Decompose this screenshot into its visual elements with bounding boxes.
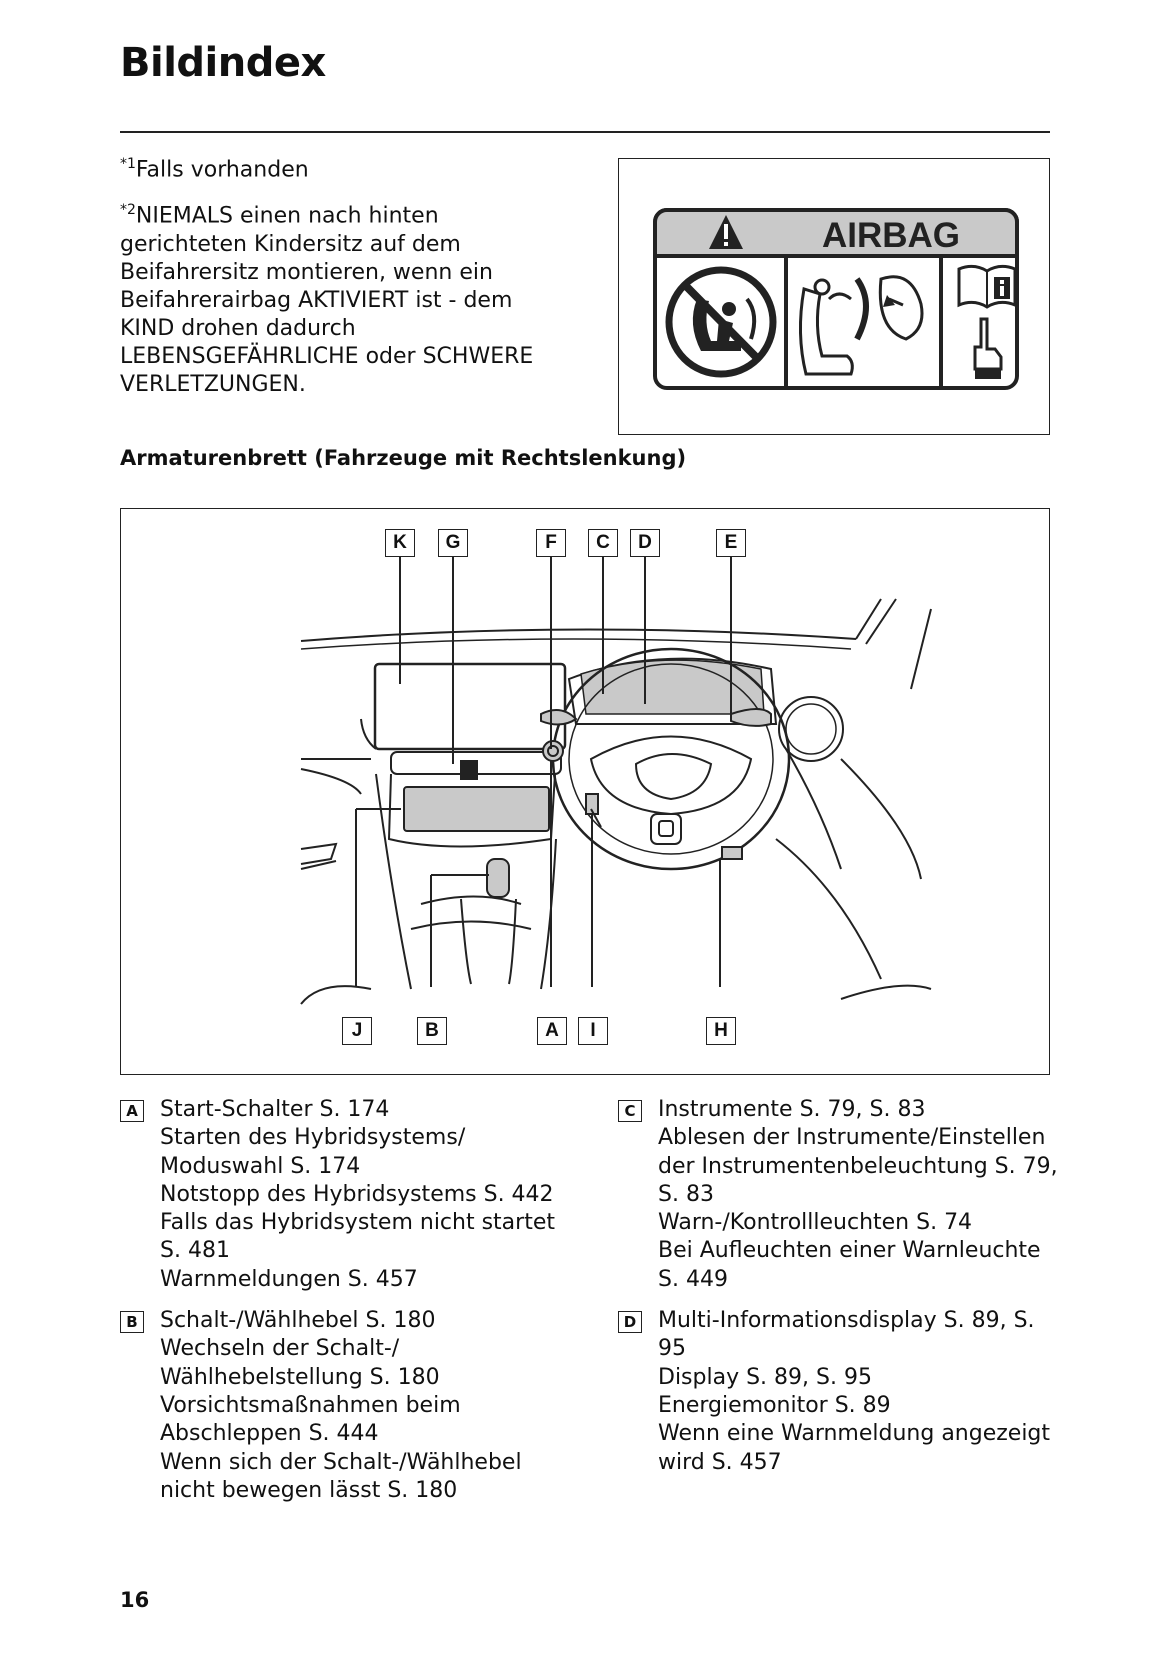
entry-line: Vorsichtsmaßnahmen beim: [160, 1392, 461, 1418]
entry-line: Falls das Hybridsystem nicht startet: [160, 1210, 555, 1236]
footnote-mark: *1: [120, 156, 136, 172]
dashboard-illustration: [300, 554, 932, 1005]
footnote-1: *1Falls vorhanden: [120, 150, 560, 184]
airbag-deploy-icon: [798, 275, 924, 376]
index-entry-A: A Start-Schalter S. 174 Starten des Hybr…: [120, 1096, 570, 1294]
title-divider: [120, 131, 1050, 133]
entry-line: nicht bewegen lässt S. 180: [160, 1477, 458, 1503]
entry-line: Moduswahl S. 174: [160, 1153, 361, 1179]
section-heading: Armaturenbrett (Fahrzeuge mit Rechtslenk…: [120, 446, 687, 470]
index-column-left: A Start-Schalter S. 174 Starten des Hybr…: [120, 1096, 570, 1518]
index-entry-D: D Multi-Informationsdisplay S. 89, S. 95…: [618, 1307, 1068, 1477]
footnotes: *1Falls vorhanden *2NIEMALS einen nach h…: [120, 150, 560, 411]
airbag-warning-label: AIRBAG: [653, 208, 1019, 390]
entry-line: Warn-/Kontrollleuchten S. 74: [658, 1210, 973, 1236]
page-title: Bildindex: [120, 40, 326, 86]
dashboard-diagram: K G F C D E J B A I H: [120, 508, 1050, 1075]
callout-J: J: [342, 1017, 372, 1045]
entry-line: Warnmeldungen S. 457: [160, 1266, 418, 1292]
index-entry-B: B Schalt-/Wählhebel S. 180 Wechseln der …: [120, 1307, 570, 1505]
entry-line: Multi-Informationsdisplay S. 89, S. 95: [658, 1308, 1035, 1362]
page-number: 16: [120, 1588, 150, 1612]
read-manual-icon: [957, 264, 1017, 309]
entry-line: Energiemonitor S. 89: [658, 1392, 891, 1418]
no-child-seat-icon: [665, 266, 777, 378]
entry-line: S. 83: [658, 1181, 714, 1207]
entry-line: S. 481: [160, 1238, 230, 1264]
footnote-mark: *2: [120, 202, 136, 219]
entry-line: Bei Aufleuchten einer Warnleuchte: [658, 1238, 1041, 1264]
letter-badge: B: [120, 1311, 144, 1334]
airbag-warning-panel: AIRBAG: [618, 158, 1050, 435]
callout-B: B: [417, 1017, 447, 1045]
callout-D: D: [630, 529, 660, 557]
callout-K: K: [385, 529, 415, 557]
callout-E: E: [716, 529, 746, 557]
letter-badge: C: [618, 1100, 642, 1122]
entry-line: Display S. 89, S. 95: [658, 1364, 872, 1390]
entry-line: Wenn sich der Schalt-/Wählhebel: [160, 1449, 522, 1475]
entry-line: Wechseln der Schalt-/: [160, 1336, 400, 1362]
callout-C: C: [588, 529, 618, 557]
entry-line: Notstopp des Hybridsystems S. 442: [160, 1181, 554, 1207]
entry-line: Instrumente S. 79, S. 83: [658, 1097, 926, 1122]
letter-badge: A: [120, 1100, 144, 1122]
footnote-text: Falls vorhanden: [135, 157, 309, 183]
callout-I: I: [578, 1017, 608, 1045]
callout-H: H: [706, 1017, 736, 1045]
callout-leaders: [355, 554, 732, 987]
entry-line: Schalt-/Wählhebel S. 180: [160, 1308, 436, 1334]
footnote-2: *2NIEMALS einen nach hinten gerichteten …: [120, 196, 560, 398]
callout-A: A: [537, 1017, 567, 1045]
entry-line: Ablesen der Instrumente/Einstellen: [658, 1125, 1046, 1151]
entry-line: Start-Schalter S. 174: [160, 1097, 390, 1122]
letter-badge: D: [618, 1311, 642, 1334]
entry-line: Wenn eine Warnmeldung angezeigt: [658, 1421, 1051, 1447]
entry-line: wird S. 457: [658, 1449, 782, 1475]
pointing-hand-icon: [973, 317, 1003, 379]
entry-line: S. 449: [658, 1266, 728, 1292]
warning-triangle-icon: [709, 215, 743, 249]
entry-line: Abschleppen S. 444: [160, 1421, 379, 1447]
entry-line: Wählhebelstellung S. 180: [160, 1364, 440, 1390]
entry-line: Starten des Hybridsystems/: [160, 1125, 466, 1151]
index-entry-C: C Instrumente S. 79, S. 83 Ablesen der I…: [618, 1096, 1068, 1294]
callout-G: G: [438, 529, 468, 557]
airbag-heading: AIRBAG: [822, 216, 960, 255]
footnote-text: NIEMALS einen nach hinten gerichteten Ki…: [120, 203, 534, 397]
callout-F: F: [536, 529, 566, 557]
entry-line: der Instrumentenbeleuchtung S. 79,: [658, 1153, 1058, 1179]
index-column-right: C Instrumente S. 79, S. 83 Ablesen der I…: [618, 1096, 1068, 1490]
